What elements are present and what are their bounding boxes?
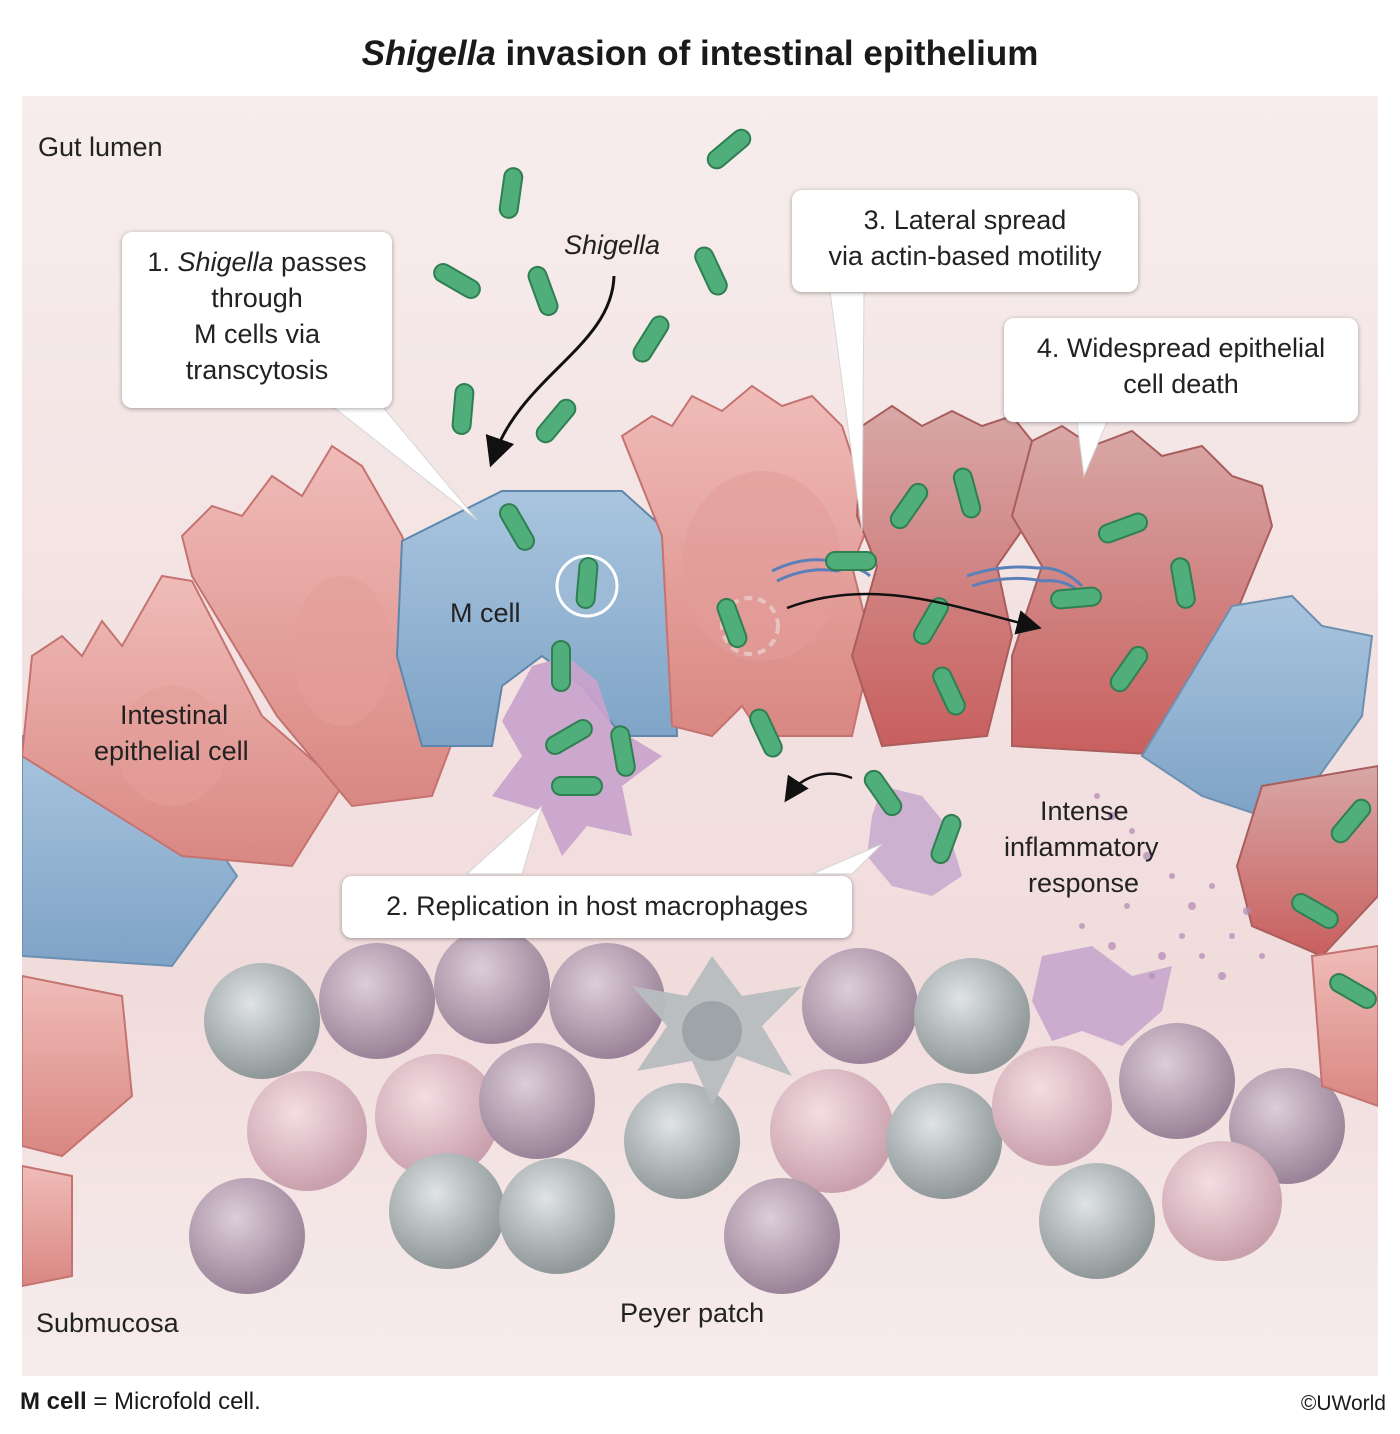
diagram-illustration (22, 128, 1378, 1294)
shigella-bacteria (433, 128, 1377, 1009)
callout-step1: 1. Shigella passes through M cells via t… (122, 232, 392, 408)
shigella-label: Shigella (564, 230, 661, 260)
callout3-pointer (829, 291, 865, 532)
m-cell-label: M cell (450, 598, 521, 628)
diagram-panel: Gut lumen Shigella M cell Intestinal epi… (22, 96, 1378, 1376)
footer-definition: M cell = Microfold cell. (20, 1388, 261, 1415)
epithelial-label-line2: epithelial cell (94, 736, 249, 766)
callout-step4: 4. Widespread epithelial cell death (1004, 318, 1358, 422)
copyright: ©UWorld (1300, 1392, 1386, 1415)
inflammatory-particles (1079, 793, 1265, 980)
callout-step2: 2. Replication in host macrophages (342, 876, 852, 938)
macrophage-release-arrow (784, 772, 853, 803)
callout4-pointer (1076, 421, 1108, 478)
epithelial-label-line1: Intestinal (120, 700, 229, 730)
submucosa-label: Submucosa (36, 1308, 179, 1338)
peyer-patch-label: Peyer patch (620, 1298, 765, 1328)
inflammatory-label-line1: Intense (1040, 796, 1129, 826)
gut-lumen-label: Gut lumen (38, 132, 163, 162)
callout-step3: 3. Lateral spread via actin-based motili… (792, 190, 1138, 292)
callout2-pointer-left (465, 804, 543, 875)
callout2-pointer-right (811, 843, 883, 875)
lateral-spread-arrow (786, 592, 1042, 635)
peyer-patch-cells (189, 928, 1345, 1294)
inflammatory-label-line3: response (1028, 868, 1140, 898)
page-title: Shigella invasion of intestinal epitheli… (361, 34, 1039, 73)
inflammatory-label-line2: inflammatory (1004, 832, 1159, 862)
epithelial-layer (22, 384, 1378, 1288)
shigella-arrow (485, 275, 616, 468)
